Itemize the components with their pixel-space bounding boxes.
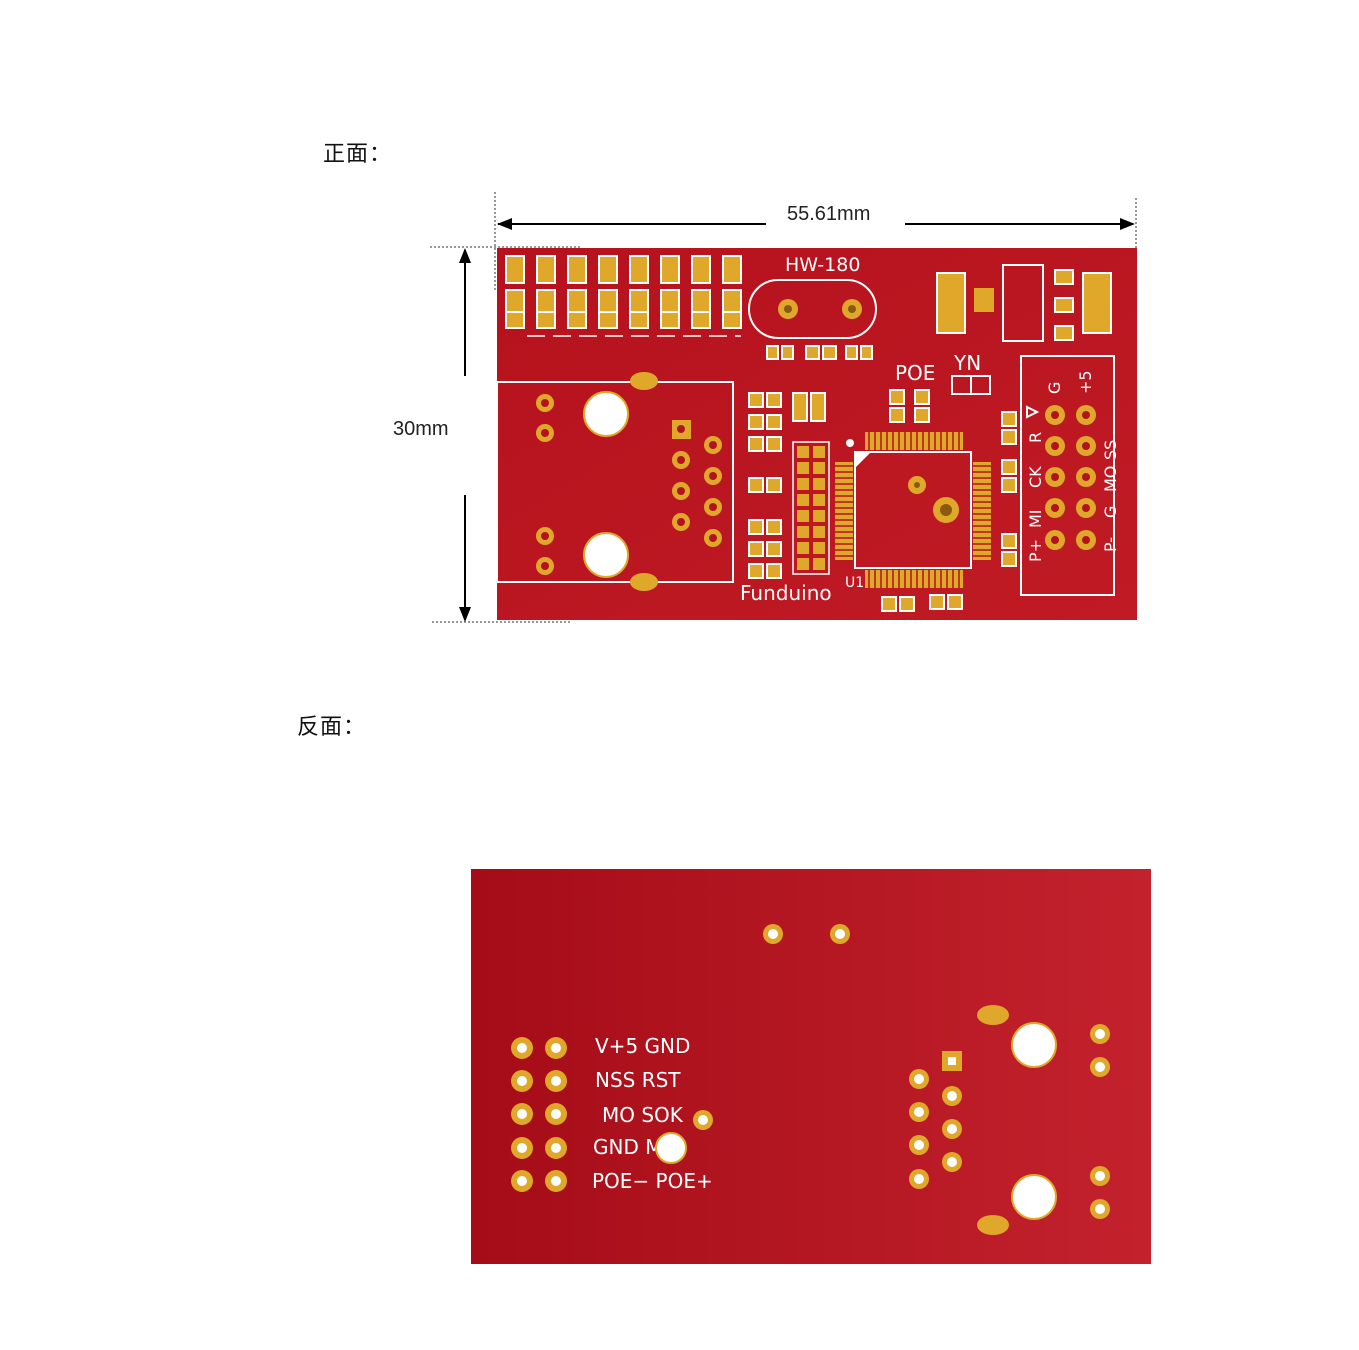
back-view-title: 反面： [297,715,367,740]
front-pcb: HW-180 [497,248,1137,620]
pin-g-label: G [1045,382,1064,394]
poe-label: POE [895,361,935,385]
back-pin-row-1: V+5 GND [595,1034,690,1058]
pin-p5-label: +5 [1076,370,1095,394]
pin-r-label: R [1026,432,1045,443]
spi-header-outline [1020,355,1115,596]
u1-label: U1 [845,575,864,591]
pin-pp-label: P+ [1026,539,1045,562]
pin-g2-label: G [1101,506,1120,518]
back-pin-row-2: NSS RST [595,1068,681,1092]
pin-mo-label: MO [1101,466,1120,492]
yn-label: YN [953,351,981,375]
back-pcb: V+5 GND NSS RST MO SOK GND MI POE− POE+ [471,869,1151,1264]
pin1-marker-icon [1026,405,1040,419]
back-header-pads [511,1037,567,1192]
u1-chip-outline [854,451,972,569]
model-label: HW-180 [785,254,860,276]
rj45-outline [497,381,734,583]
pin-mi-label: MI [1026,509,1045,528]
back-pin-row-3: MO SOK [602,1103,684,1127]
back-rj45-pads [909,1005,1110,1235]
pin-ss-label: SS [1101,440,1120,460]
pin-ck-label: CK [1026,466,1045,488]
pin-pm-label: P- [1101,537,1120,552]
width-dimension-label: 55.61mm [787,203,871,225]
back-pin-row-5: POE− POE+ [592,1169,713,1193]
height-dimension-label: 30mm [393,418,449,440]
crystal-outline [748,279,877,339]
brand-label: Funduino [740,581,832,605]
led-resistor-pads [505,255,742,329]
front-view-title: 正面： [323,142,393,167]
